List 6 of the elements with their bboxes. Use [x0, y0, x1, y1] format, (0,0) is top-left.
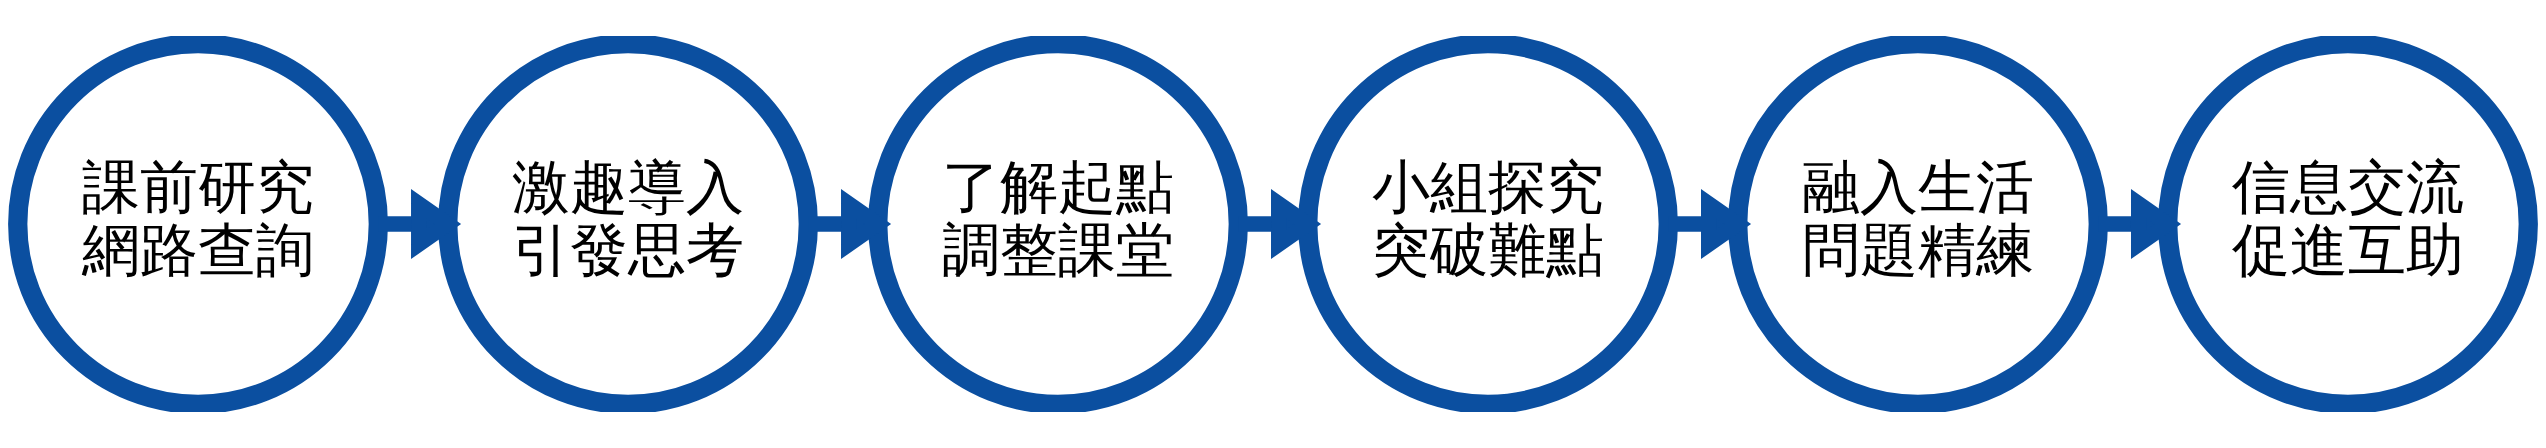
node-circle: 課前研究 網路查詢 [8, 36, 388, 412]
node-circle: 融入生活 問題精練 [1728, 36, 2108, 412]
node-circle: 激趣導入 引發思考 [438, 36, 818, 412]
node-circle: 信息交流 促進互助 [2158, 36, 2538, 412]
node-circle: 小組探究 突破難點 [1298, 36, 1678, 412]
node-circle: 了解起點 調整課堂 [868, 36, 1248, 412]
